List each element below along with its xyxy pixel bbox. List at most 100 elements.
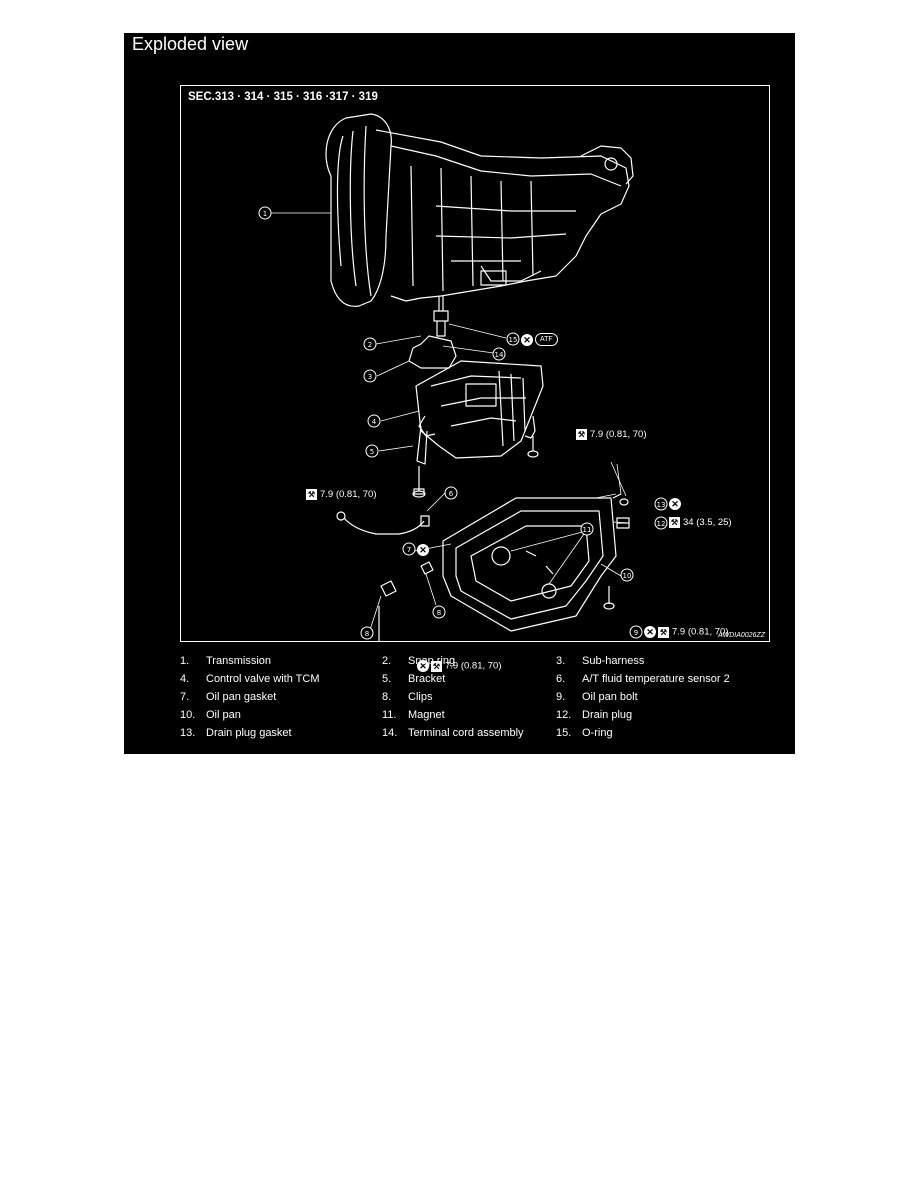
exploded-diagram-art: 1 2 3 4 5 6 7 8 8 9 9 10 11 12 13 14 15 bbox=[258, 113, 668, 641]
callout-7: 7 bbox=[407, 546, 411, 554]
legend-label: Snap ring bbox=[408, 655, 456, 667]
legend-number: 8. bbox=[382, 691, 392, 703]
legend-item: 12. Drain plug bbox=[556, 709, 632, 721]
legend-number: 14. bbox=[382, 727, 398, 739]
page-title: Exploded view bbox=[132, 34, 249, 54]
callout-13: 13 bbox=[657, 501, 666, 509]
oil-pan-gasket-spec: ✕ bbox=[417, 544, 431, 557]
legend-label: Bracket bbox=[408, 673, 446, 685]
callout-8a: 8 bbox=[365, 630, 369, 638]
legend-item: 8. Clips bbox=[382, 691, 432, 703]
exploded-view-panel: Exploded view SEC.313 · 314 · 315 · 316 … bbox=[124, 33, 795, 754]
legend-label: Oil pan bolt bbox=[582, 691, 638, 703]
legend-item: 9. Oil pan bolt bbox=[556, 691, 638, 703]
legend-number: 10. bbox=[180, 709, 196, 721]
replace-x-icon: ✕ bbox=[417, 544, 429, 556]
atf-icon: ATF bbox=[535, 333, 558, 346]
callout-6: 6 bbox=[449, 490, 454, 498]
torque-wrench-icon: ⚒ bbox=[431, 660, 442, 672]
callout-numbers: 1 2 3 4 5 6 7 8 8 9 9 10 11 12 13 14 15 bbox=[263, 210, 666, 638]
legend-item: 1.Transmission bbox=[180, 655, 271, 667]
callout-4: 4 bbox=[372, 418, 377, 426]
torque-wrench-icon: ⚒ bbox=[576, 429, 587, 440]
callout-8b: 8 bbox=[437, 609, 441, 617]
sensor-bolt-torque: ⚒7.9 (0.81, 70) bbox=[306, 489, 377, 501]
legend-item: 15. O-ring bbox=[556, 727, 613, 739]
legend-item: 11. Magnet bbox=[382, 709, 445, 721]
callout-11: 11 bbox=[583, 526, 592, 534]
legend-number: 5. bbox=[382, 673, 392, 685]
legend-row: 1.Transmission 2. Snap ring 3. Sub-harness bbox=[180, 655, 780, 673]
legend-item: 4. Control valve with TCM bbox=[180, 673, 320, 685]
torque-wrench-icon: ⚒ bbox=[669, 517, 680, 528]
legend-number: 7. bbox=[180, 691, 190, 703]
legend-item: 7. Oil pan gasket bbox=[180, 691, 276, 703]
legend-label: Control valve with TCM bbox=[206, 673, 320, 685]
legend-number: 13. bbox=[180, 727, 196, 739]
legend-item: 6. A/T fluid temperature sensor 2 bbox=[556, 673, 730, 685]
valve-bolt-drawing bbox=[527, 436, 539, 458]
legend-label: Magnet bbox=[408, 709, 445, 721]
replace-x-icon: ✕ bbox=[644, 626, 656, 638]
legend-number: 2. bbox=[382, 655, 392, 667]
replace-x-icon: ✕ bbox=[521, 333, 533, 346]
legend-number: 1. bbox=[180, 655, 190, 667]
legend-number: 3. bbox=[556, 655, 566, 667]
callout-1: 1 bbox=[263, 210, 267, 218]
legend-number: 4. bbox=[180, 673, 190, 685]
legend-row: 13. Drain plug gasket 14. Terminal cord ass… bbox=[180, 727, 780, 745]
legend-number: 11. bbox=[382, 709, 397, 721]
torque-wrench-icon: ⚒ bbox=[658, 626, 669, 638]
legend-item: 13. Drain plug gasket bbox=[180, 727, 292, 739]
callout-5: 5 bbox=[370, 448, 374, 456]
legend-label: Oil pan gasket bbox=[206, 691, 277, 703]
legend-number: 12. bbox=[556, 709, 572, 721]
legend-item: 10. Oil pan bbox=[180, 709, 241, 721]
replace-x-icon: ✕ bbox=[417, 660, 429, 672]
sensor-bolt-drawing bbox=[412, 466, 426, 498]
oil-pan-bolt-bottom-torque: ✕⚒7.9 (0.81, 70) bbox=[417, 660, 502, 673]
legend-label: Clips bbox=[408, 691, 433, 703]
callout-14: 14 bbox=[495, 351, 504, 359]
diagram-frame: SEC.313 · 314 · 315 · 316 ·317 · 319 bbox=[180, 85, 770, 672]
legend-label: O-ring bbox=[582, 727, 613, 739]
legend-label: Terminal cord assembly bbox=[408, 727, 524, 739]
callout-15: 15 bbox=[509, 336, 518, 344]
drain-plug-torque: ⚒34 (3.5, 25) bbox=[669, 517, 732, 529]
legend-item: 5. Bracket bbox=[382, 673, 445, 685]
legend-row: 10. Oil pan 11. Magnet 12. Drain plug bbox=[180, 709, 780, 727]
section-reference: SEC.313 · 314 · 315 · 316 ·317 · 319 bbox=[188, 91, 378, 103]
legend-label: Oil pan bbox=[206, 709, 241, 721]
transmission-drawing bbox=[325, 113, 634, 307]
legend-item: 14. Terminal cord assembly bbox=[382, 727, 524, 739]
clips-drawing bbox=[380, 561, 434, 597]
legend-item: 2. Snap ring bbox=[382, 655, 455, 667]
o-ring-spec: ✕ATF bbox=[521, 333, 558, 346]
callout-10: 10 bbox=[623, 572, 632, 580]
parts-legend: 1.Transmission 2. Snap ring 3. Sub-harness 4.… bbox=[180, 655, 780, 745]
figure-id: AWDIA0026ZZ bbox=[718, 632, 765, 639]
callout-3: 3 bbox=[368, 373, 372, 381]
callout-2: 2 bbox=[368, 341, 372, 349]
replace-x-icon: ✕ bbox=[669, 498, 681, 510]
legend-label: A/T fluid temperature sensor 2 bbox=[582, 673, 730, 685]
torque-wrench-icon: ⚒ bbox=[306, 489, 317, 500]
leader-lines bbox=[271, 212, 630, 634]
terminal-cord-drawing bbox=[408, 296, 457, 369]
legend-row: 7. Oil pan gasket 8. Clips 9. Oil pan bolt bbox=[180, 691, 780, 709]
legend-label: Drain plug bbox=[582, 709, 633, 721]
drain-plug-gasket-spec: ✕ bbox=[669, 498, 683, 511]
oil-pan-bolts-drawing bbox=[378, 586, 615, 641]
legend-number: 15. bbox=[556, 727, 572, 739]
legend-number: 9. bbox=[556, 691, 566, 703]
control-valve-bolt-torque: ⚒7.9 (0.81, 70) bbox=[576, 429, 647, 441]
callout-circles bbox=[258, 206, 668, 640]
oil-pan-bolt-right-torque: ✕⚒7.9 (0.81, 70) bbox=[644, 626, 729, 639]
legend-number: 6. bbox=[556, 673, 566, 685]
callout-12: 12 bbox=[657, 520, 666, 528]
temperature-sensor-drawing bbox=[336, 511, 430, 535]
legend-label: Drain plug gasket bbox=[206, 727, 292, 739]
legend-label: Sub-harness bbox=[582, 655, 645, 667]
legend-item: 3. Sub-harness bbox=[556, 655, 644, 667]
oil-pan-drawing bbox=[442, 497, 617, 632]
